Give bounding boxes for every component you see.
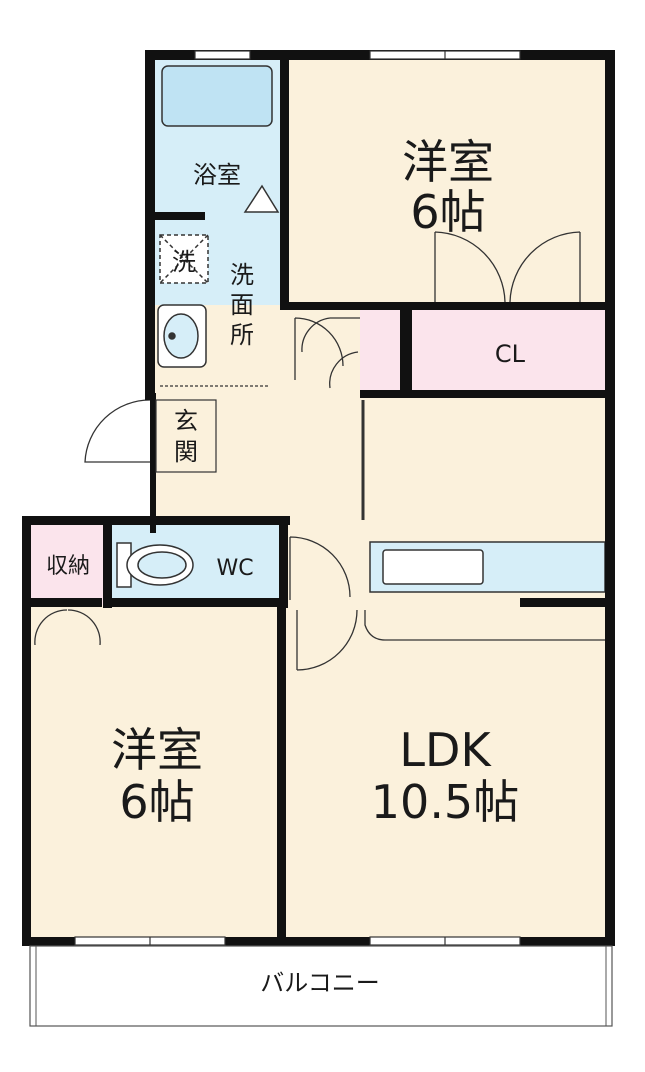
- wc-label: WC: [216, 556, 253, 581]
- wall-mid-horizontal: [22, 598, 102, 607]
- ldk-room: [285, 605, 610, 940]
- washroom-label-1: 洗: [230, 261, 254, 289]
- entrance-label-1: 玄: [174, 407, 198, 435]
- wall-bath-divider: [150, 212, 205, 220]
- storage-door-1: [34, 609, 68, 646]
- labels: 浴室 洗 洗 面 所 洋室 6帖 CL 玄 関 収納 WC 洋室 6帖 LDK …: [46, 135, 526, 997]
- storage-label: 収納: [46, 554, 90, 579]
- basin-drain: [168, 332, 176, 340]
- washer-diag-1: [159, 234, 209, 284]
- window-bath: [194, 50, 251, 60]
- wall-entrance-left: [150, 393, 156, 533]
- wall-kitchen-bottom: [520, 598, 610, 607]
- ldk-name: LDK: [399, 723, 492, 777]
- bathtub: [161, 65, 273, 127]
- hall-closet-door-1: [301, 317, 360, 353]
- entrance-box: [155, 399, 217, 473]
- wall-closet-bottom: [360, 390, 610, 398]
- balcony: [29, 945, 613, 1027]
- washroom-door-swing: [294, 317, 344, 380]
- washer-label: 洗: [172, 248, 196, 276]
- kitchen-sink: [382, 549, 484, 585]
- basin-bowl: [163, 313, 199, 359]
- bath-label: 浴室: [193, 161, 241, 189]
- south-room-name: 洋室: [111, 723, 203, 777]
- wc-door-swing: [289, 536, 351, 600]
- wall-storage-left: [22, 516, 31, 946]
- washroom-label-2: 面: [230, 291, 254, 319]
- western-room-south: [25, 605, 285, 940]
- wall-bath-right: [280, 50, 289, 308]
- north-room-size: 6帖: [410, 185, 485, 239]
- fixtures: [116, 65, 606, 593]
- windows: [74, 50, 521, 946]
- room-fills: [25, 55, 610, 940]
- wall-bath-left: [145, 50, 155, 400]
- wall-mid-horizontal-2: [103, 598, 288, 607]
- storage-room: [25, 520, 110, 605]
- western-room-north: [285, 55, 610, 310]
- closet-label: CL: [495, 340, 526, 368]
- wall-storage-top: [22, 516, 290, 525]
- north-room-name: 洋室: [402, 135, 494, 189]
- wall-south-divider: [277, 605, 286, 945]
- wall-north-bottom: [280, 302, 610, 310]
- wall-bottom: [22, 937, 615, 946]
- wall-wc-right: [279, 520, 288, 608]
- balcony-label: バルコニー: [260, 969, 380, 997]
- north-room-door-right: [509, 231, 581, 305]
- kitchen-rail: [364, 610, 605, 641]
- washer-diag-2: [159, 234, 209, 284]
- washroom-label-3: 所: [230, 321, 254, 349]
- entrance-door-swing: [84, 399, 151, 463]
- south-room-size: 6帖: [119, 775, 194, 829]
- ldk-door-swing: [296, 609, 358, 671]
- toilet-seat: [137, 551, 187, 579]
- closet-room: [360, 310, 610, 395]
- wall-right: [605, 50, 615, 945]
- bath-step: [243, 184, 280, 213]
- entrance-label-2: 関: [174, 438, 198, 466]
- storage-door-2: [67, 609, 101, 646]
- wall-closet-left: [400, 308, 412, 396]
- ldk-size: 10.5帖: [371, 775, 519, 829]
- north-room-door-left: [434, 231, 506, 305]
- wall-wc-left: [103, 520, 112, 608]
- hall-closet-door-2: [329, 351, 359, 389]
